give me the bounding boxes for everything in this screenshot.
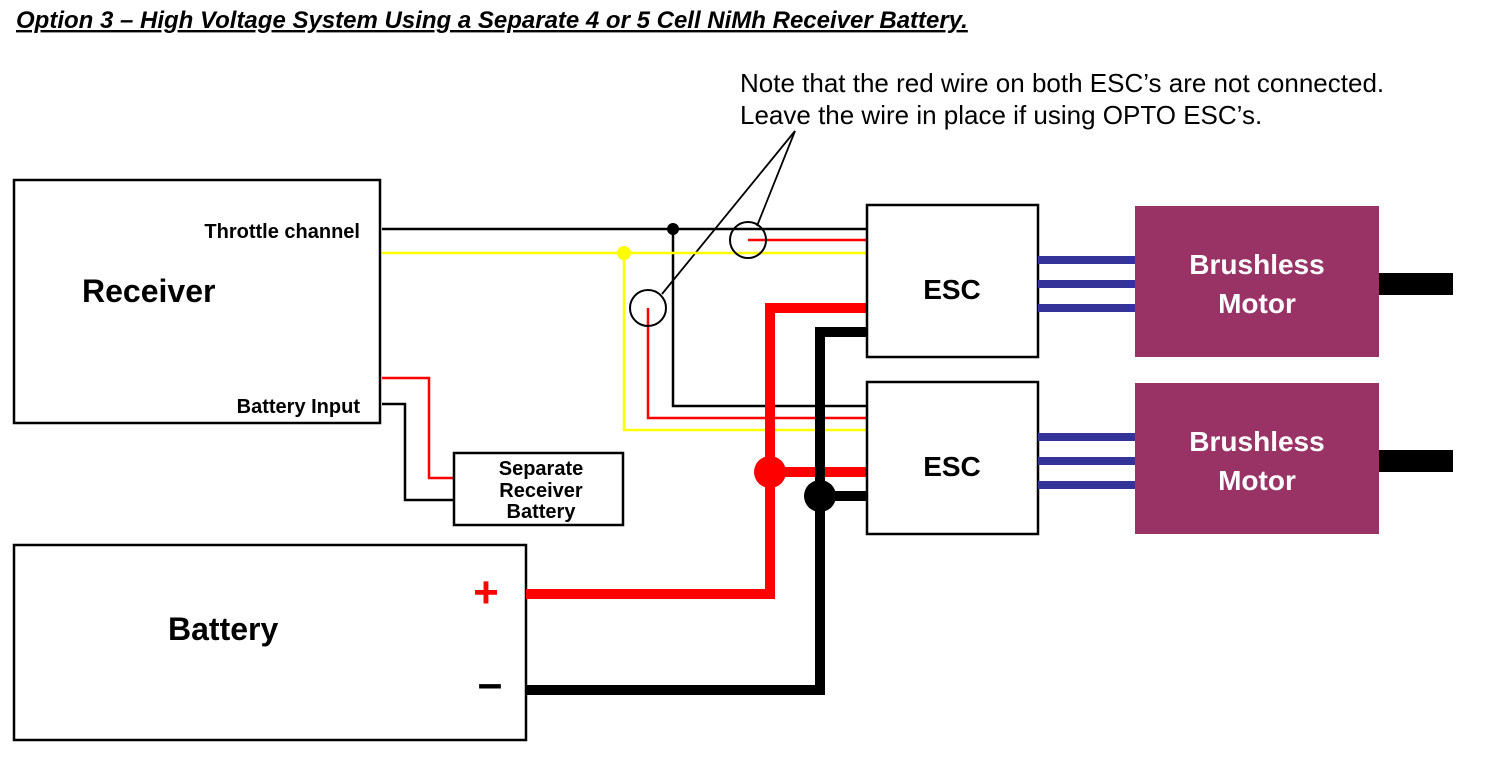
- motor-top-box: [1135, 206, 1379, 357]
- motor-top-label-2: Motor: [1218, 288, 1296, 319]
- motor-top-label-1: Brushless: [1189, 249, 1324, 280]
- note-line-1: Note that the red wire on both ESC’s are…: [740, 68, 1384, 98]
- motor-bottom-label-2: Motor: [1218, 465, 1296, 496]
- receiver-label: Receiver: [82, 273, 215, 309]
- battery-label: Battery: [168, 611, 278, 647]
- receiver-battery-box: [452, 451, 625, 527]
- battery-negative-symbol: –: [478, 659, 502, 708]
- negative-junction-dot: [804, 480, 836, 512]
- esc-top-label: ESC: [923, 274, 981, 305]
- signal-wires: [382, 227, 868, 432]
- motor-bottom-shaft: [1379, 450, 1453, 472]
- diagram-title: Option 3 – High Voltage System Using a S…: [16, 7, 968, 34]
- battery-input-label: Battery Input: [237, 396, 361, 418]
- signal-junction-dot: [617, 246, 631, 260]
- motor-bottom-box: [1135, 383, 1379, 534]
- disconnected-wire-marker-bottom: [629, 289, 667, 327]
- motor-bottom-label-1: Brushless: [1189, 426, 1324, 457]
- throttle-junction-dot: [667, 223, 679, 235]
- throttle-channel-label: Throttle channel: [204, 221, 360, 243]
- battery-positive-symbol: +: [473, 568, 499, 617]
- receiver-battery-label-1: Separate: [499, 458, 584, 480]
- note-line-2: Leave the wire in place if using OPTO ES…: [740, 100, 1262, 130]
- note-pointer-lines: [661, 130, 796, 295]
- disconnected-wire-marker-top: [729, 221, 767, 259]
- rx-battery-wires: [382, 376, 455, 502]
- battery-box: [12, 543, 528, 742]
- motor-top-shaft: [1379, 273, 1453, 295]
- receiver-battery-label-3: Battery: [507, 501, 577, 523]
- esc-bottom-label: ESC: [923, 451, 981, 482]
- motor-phase-wires: [1038, 256, 1136, 489]
- receiver-battery-label-2: Receiver: [499, 480, 583, 502]
- esc-top-box: [865, 203, 1040, 359]
- receiver-box: [12, 178, 382, 425]
- positive-junction-dot: [754, 456, 786, 488]
